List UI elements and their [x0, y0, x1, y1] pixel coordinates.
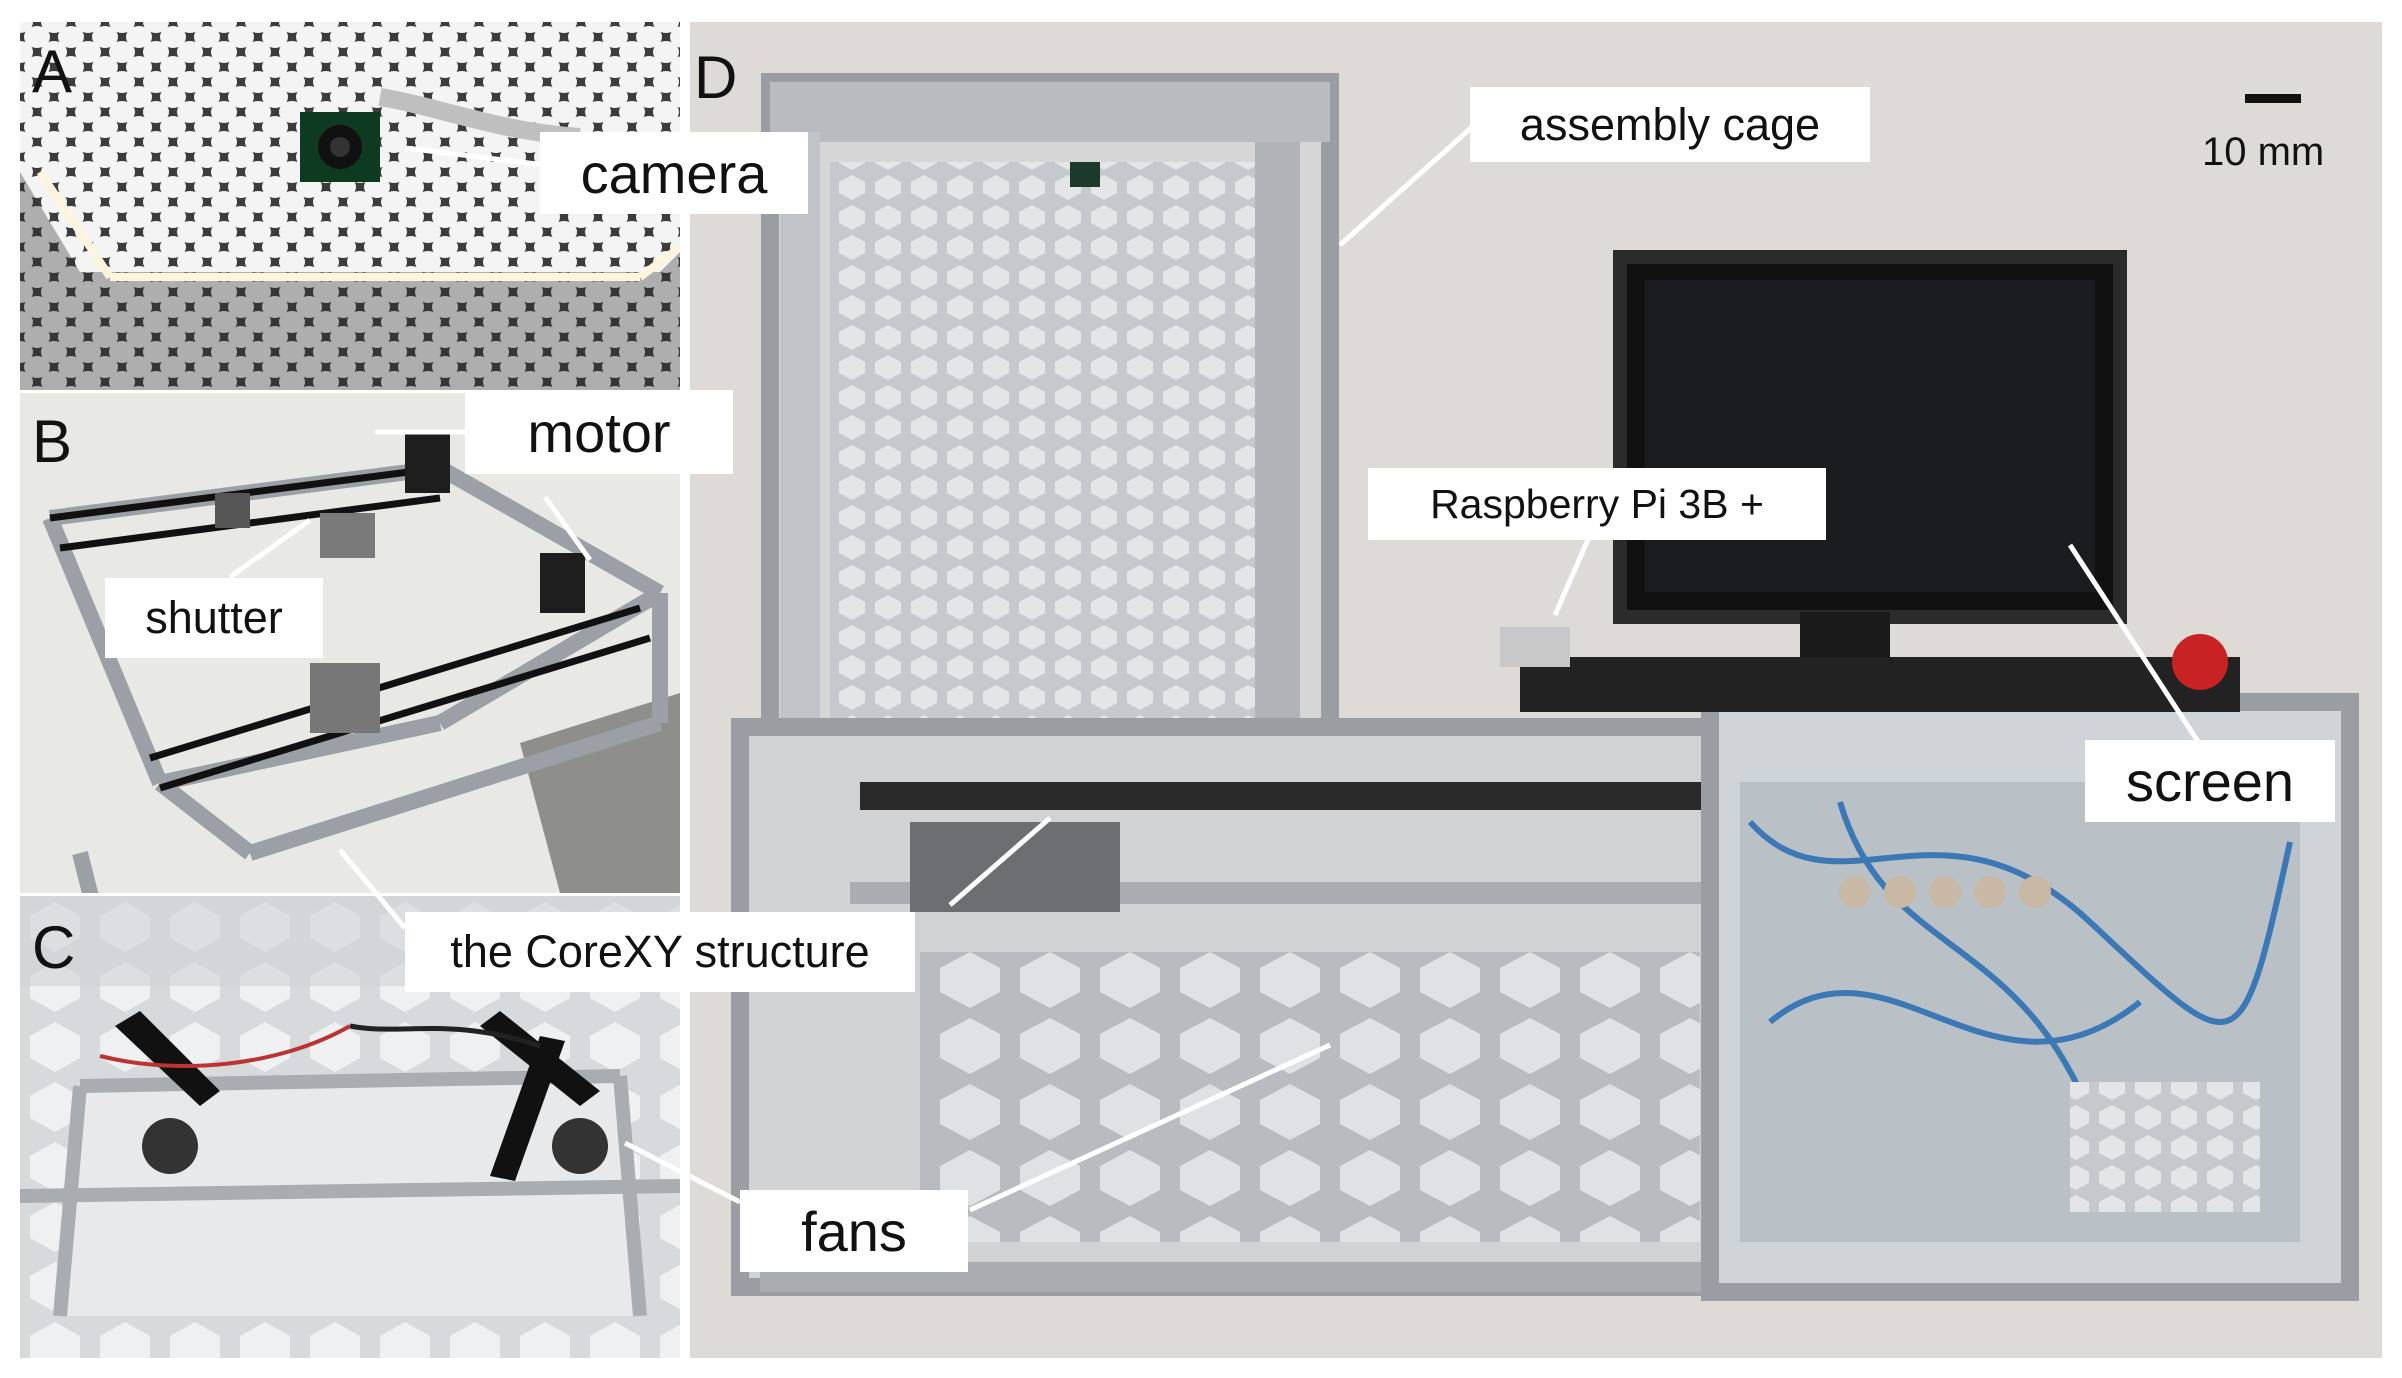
raspberry-pi-label: Raspberry Pi 3B +: [1368, 468, 1826, 540]
scale-bar-label: 10 mm: [2202, 130, 2325, 174]
corexy-label: the CoreXY structure: [405, 912, 915, 992]
motor-label: motor: [465, 390, 733, 474]
panel-label-b: B: [32, 408, 73, 475]
scale-bar: [2245, 94, 2301, 103]
panel-b-photo: [20, 393, 680, 893]
camera-label: camera: [540, 132, 808, 214]
fans-label: fans: [740, 1190, 968, 1272]
emergency-stop-shape: [2172, 634, 2228, 690]
shutter-label: shutter: [105, 578, 323, 658]
screen-label: screen: [2085, 740, 2335, 822]
assembly-cage-label: assembly cage: [1470, 87, 1870, 162]
panel-d-photo: [690, 22, 2382, 1358]
panel-label-a: A: [32, 38, 73, 105]
panel-label-d: D: [694, 44, 738, 111]
panel-label-c: C: [32, 914, 76, 981]
